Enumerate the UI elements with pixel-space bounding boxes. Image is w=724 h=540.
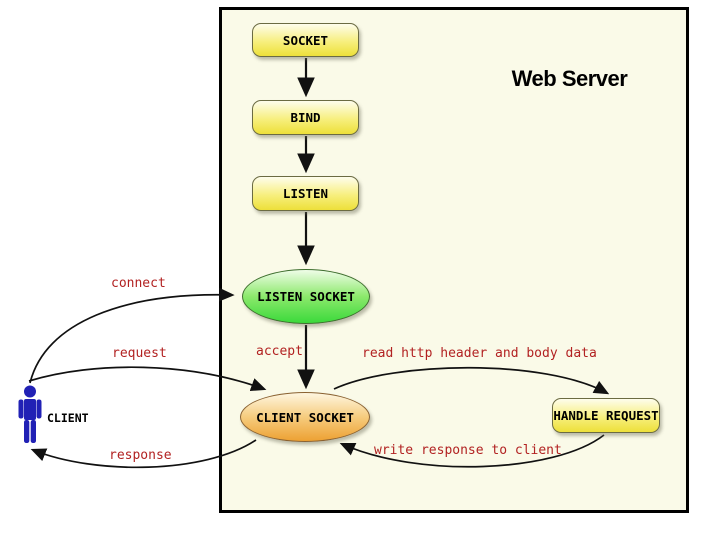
node-bind: BIND: [252, 100, 359, 135]
label-response: response: [109, 448, 172, 463]
node-listen-socket: LISTEN SOCKET: [242, 269, 370, 324]
edge-connect: [29, 287, 235, 384]
label-connect: connect: [111, 276, 166, 291]
label-read-http: read http header and body data: [362, 346, 597, 361]
diagram-title: Web Server: [511, 66, 628, 91]
label-accept: accept: [256, 344, 303, 359]
node-socket: SOCKET: [252, 23, 359, 57]
node-listen: LISTEN: [252, 176, 359, 211]
client-person-icon: [18, 385, 42, 443]
node-client-socket: CLIENT SOCKET: [240, 392, 370, 442]
node-client-label: CLIENT: [47, 411, 89, 425]
label-write-response: write response to client: [374, 443, 562, 458]
label-request: request: [112, 346, 167, 361]
node-handle-request: HANDLE REQUEST: [552, 398, 660, 433]
